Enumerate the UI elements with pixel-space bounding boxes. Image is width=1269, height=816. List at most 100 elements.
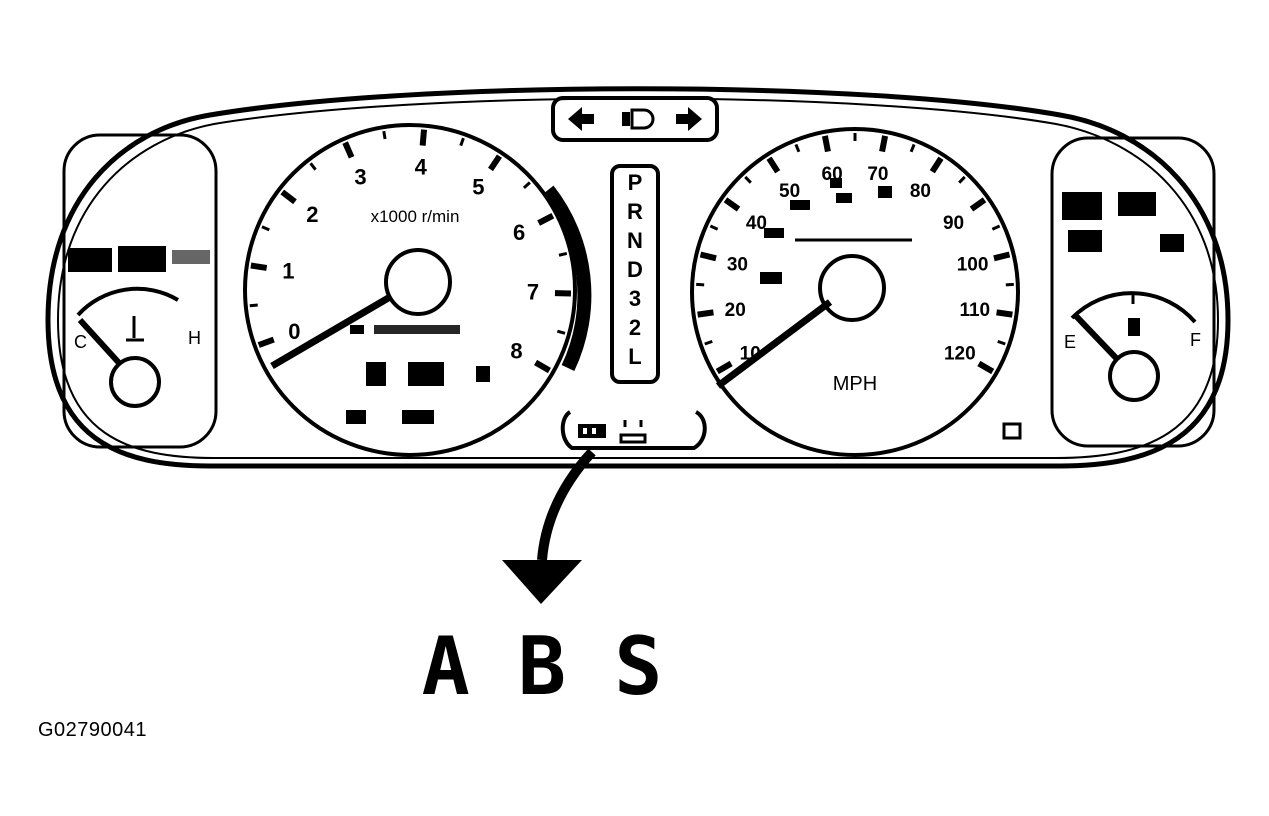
speedometer-minor-tick	[909, 143, 916, 153]
tachometer-tick-label: 1	[282, 258, 294, 283]
tachometer-tick	[280, 189, 297, 205]
speedometer-hub	[818, 254, 886, 322]
indicator-lamp	[878, 186, 892, 198]
tachometer-minor-tick	[556, 329, 566, 335]
tachometer-tick-label: 4	[415, 154, 428, 179]
tachometer-tick-label: 2	[306, 202, 318, 227]
temp-gauge-high-label: H	[188, 328, 201, 348]
fuel-gauge-hub	[1108, 350, 1160, 402]
speedometer-tick	[766, 156, 781, 174]
temp-gauge: C H	[68, 246, 210, 408]
tachometer-tick-label: 6	[513, 220, 525, 245]
speedometer-tick	[993, 251, 1011, 262]
fuel-gauge-low-label: E	[1064, 332, 1076, 352]
tachometer-tick-label: 7	[527, 280, 539, 305]
gear-label: D	[627, 257, 643, 282]
speedometer-tick	[723, 197, 741, 212]
speedometer-tick-label: 100	[957, 254, 989, 275]
temp-gauge-hub	[109, 356, 161, 408]
speedometer-tick-label: 70	[867, 164, 888, 185]
abs-lamp-bracket	[560, 410, 707, 450]
temperature-icon	[126, 316, 144, 342]
warning-lamp	[172, 250, 210, 264]
speedometer-tick	[697, 309, 714, 318]
turn-signal-indicator	[551, 96, 719, 142]
tachometer-tick-label: 8	[510, 339, 522, 364]
speedometer-tick	[996, 309, 1013, 318]
turn-signal-box	[551, 96, 719, 142]
warning-lamp	[1118, 192, 1156, 216]
temp-gauge-needle	[77, 317, 123, 367]
fuel-gauge-needle	[1073, 313, 1121, 363]
tachometer-unit-label: x1000 r/min	[371, 207, 460, 226]
tachometer-dial	[243, 123, 577, 457]
indicator-lamp	[836, 193, 852, 203]
gear-label: 2	[629, 315, 641, 340]
tachometer-tick	[257, 336, 275, 348]
gear-label: 3	[629, 286, 641, 311]
speedometer-dial	[690, 127, 1020, 457]
indicator-lamp	[1002, 422, 1022, 440]
gear-label: R	[627, 199, 643, 224]
indicator-lamp	[830, 178, 842, 188]
tachometer-redzone	[542, 185, 592, 371]
indicator-lamp	[764, 228, 784, 238]
indicator-lamp	[366, 362, 386, 386]
temp-gauge-panel	[62, 133, 218, 449]
speedometer-minor-tick	[997, 339, 1006, 346]
callout-pointer	[502, 448, 596, 604]
speedometer-minor-tick	[794, 143, 801, 153]
indicator-lamp	[408, 362, 444, 386]
tachometer-minor-tick	[558, 251, 568, 257]
indicator-lamp	[346, 410, 366, 424]
speedometer-tick-label: 50	[779, 181, 800, 202]
speedometer-tick	[929, 156, 944, 174]
left-turn-arrow-icon	[568, 107, 594, 131]
fuel-pump-icon	[1128, 318, 1140, 336]
indicator-lamp	[350, 325, 364, 334]
tachometer-minor-tick	[459, 137, 465, 147]
tachometer-tick	[534, 359, 551, 374]
temp-gauge-arc	[76, 286, 180, 317]
fuel-gauge: E F	[1062, 192, 1201, 402]
headlight-icon	[622, 108, 655, 130]
warning-lamp	[1062, 192, 1102, 220]
callout-line	[537, 448, 596, 561]
indicator-lamp	[374, 325, 460, 334]
speedometer-minor-tick	[709, 224, 719, 231]
abs-callout-label: A B S	[422, 620, 663, 713]
gear-label: P	[628, 170, 643, 195]
speedometer-tick-label: 80	[910, 181, 931, 202]
speedometer-minor-tick	[991, 224, 1001, 231]
speedometer-tick	[879, 135, 889, 153]
warning-lamp	[1068, 230, 1102, 252]
speedometer-tick	[715, 360, 733, 375]
speedometer-tick	[821, 135, 831, 153]
tachometer-minor-tick	[261, 225, 270, 232]
figure-id: G02790041	[38, 719, 148, 741]
warning-lamp	[118, 246, 166, 272]
warning-lamp	[1160, 234, 1184, 252]
tachometer-minor-tick	[382, 130, 387, 140]
speedometer-tick-label: 110	[959, 300, 990, 321]
gear-indicator-frame	[610, 164, 660, 384]
warning-lamp	[68, 248, 112, 272]
gear-label: N	[627, 228, 643, 253]
tachometer-tick	[342, 141, 355, 159]
speedometer-tick-label: 40	[746, 213, 767, 234]
speedometer-needle	[715, 299, 833, 389]
right-turn-arrow-icon	[676, 107, 702, 131]
tachometer-minor-tick	[249, 303, 258, 308]
indicator-lamp	[790, 200, 810, 210]
indicator-lamp	[402, 410, 434, 424]
speedometer-tick-label: 120	[944, 344, 976, 365]
tachometer-tick	[488, 154, 502, 172]
tachometer-tick-label: 3	[354, 164, 366, 189]
tachometer-hub	[384, 248, 452, 316]
speedometer-tick-label: 30	[727, 254, 748, 275]
tachometer-minor-tick	[309, 162, 317, 171]
abs-warning-icon	[578, 420, 647, 444]
tachometer-tick-label: 5	[472, 175, 484, 200]
